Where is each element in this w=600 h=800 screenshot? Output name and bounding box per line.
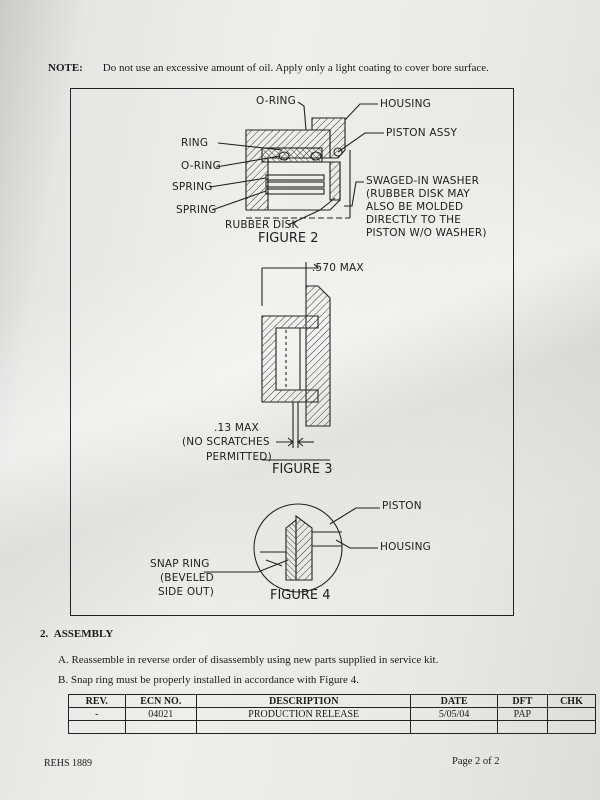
assembly-heading: 2. ASSEMBLY	[40, 628, 113, 640]
label-swaged-4: DIRECTLY TO THE	[366, 214, 462, 226]
label-housing: HOUSING	[380, 98, 431, 110]
header-chk: CHK	[546, 694, 597, 708]
figure3-drawing	[261, 262, 331, 461]
label-swaged-1: SWAGED-IN WASHER	[366, 175, 480, 187]
assembly-item-a: A. Reassemble in reverse order of disass…	[58, 654, 439, 666]
figure3-caption: FIGURE 3	[272, 462, 333, 477]
header-description: DESCRIPTION	[195, 694, 412, 708]
cell-ecn: 04021	[124, 707, 198, 721]
label-o-ring: O-RING	[181, 160, 221, 172]
drawing-frame	[70, 88, 514, 616]
label-ring: RING	[181, 137, 209, 149]
label-snap-ring-1: SNAP RING	[150, 558, 210, 570]
cell-chk	[546, 707, 597, 721]
note-label: NOTE:	[48, 62, 83, 74]
table-row: - 04021 PRODUCTION RELEASE 5/05/04 PAP	[68, 707, 597, 721]
note-text: Do not use an excessive amount of oil. A…	[102, 62, 489, 74]
label-o-ring-top: O-RING	[256, 95, 296, 107]
label-no-scratches-2: PERMITTED)	[206, 451, 272, 463]
label-spring-2: SPRING	[176, 204, 217, 216]
page-number: Page 2 of 2	[452, 756, 500, 767]
label-housing-fig4: HOUSING	[380, 541, 431, 553]
assembly-title: ASSEMBLY	[53, 628, 114, 640]
header-dft: DFT	[496, 694, 548, 708]
figure4-drawing	[253, 503, 343, 593]
figure4-caption: FIGURE 4	[270, 588, 331, 603]
label-spring-1: SPRING	[172, 181, 213, 193]
label-piston: PISTON	[382, 500, 422, 512]
header-date: DATE	[410, 694, 498, 708]
cell-description: PRODUCTION RELEASE	[195, 707, 412, 721]
document-id: REHS 1889	[44, 758, 93, 769]
assembly-number: 2.	[40, 628, 49, 640]
label-13-max: .13 MAX	[214, 422, 259, 434]
assembly-item-b: B. Snap ring must be properly installed …	[58, 674, 359, 686]
cell-dft: PAP	[496, 707, 548, 721]
cell-date: 5/05/04	[410, 707, 498, 721]
figure2-drawing	[245, 117, 351, 219]
label-rubber-disk: RUBBER DISK	[225, 219, 299, 231]
revision-table: REV. ECN NO. DESCRIPTION DATE DFT CHK - …	[68, 694, 597, 734]
header-ecn: ECN NO.	[124, 694, 198, 708]
cell-rev: -	[68, 707, 126, 721]
label-swaged-5: PISTON W/O WASHER)	[366, 227, 487, 239]
label-snap-ring-3: SIDE OUT)	[158, 586, 215, 598]
header-rev: REV.	[68, 694, 126, 708]
revision-table-header: REV. ECN NO. DESCRIPTION DATE DFT CHK	[68, 694, 597, 708]
label-snap-ring-2: (BEVELED	[160, 572, 214, 584]
label-piston-assy: PISTON ASSY	[386, 127, 458, 139]
figure2-caption: FIGURE 2	[258, 231, 319, 246]
label-no-scratches-1: (NO SCRATCHES	[182, 436, 270, 448]
label-570-max: .570 MAX	[312, 262, 364, 274]
label-swaged-3: ALSO BE MOLDED	[366, 201, 464, 213]
table-row-empty	[68, 720, 597, 734]
note-line: NOTE: Do not use an excessive amount of …	[48, 62, 489, 74]
label-swaged-2: (RUBBER DISK MAY	[366, 188, 470, 200]
